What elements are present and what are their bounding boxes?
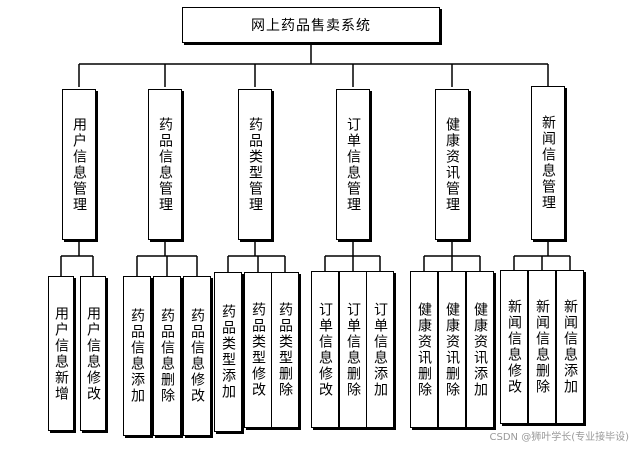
module-label: 健康资讯管理: [444, 116, 460, 213]
module-box: 药品信息管理: [148, 89, 182, 240]
module-label: 药品信息管理: [157, 116, 173, 213]
leaf-label: 健康资讯添加: [472, 301, 488, 398]
leaf-label: 健康资讯删除: [416, 301, 432, 398]
leaf-box: 新闻信息修改: [500, 270, 528, 424]
leaf-box: 订单信息修改: [311, 271, 339, 428]
module-box: 药品类型管理: [238, 89, 272, 240]
leaf-label: 订单信息删除: [345, 301, 361, 398]
leaf-box: 药品信息删除: [153, 276, 181, 436]
leaf-label: 药品信息删除: [159, 308, 175, 404]
leaf-label: 新闻信息修改: [506, 299, 522, 395]
leaf-label: 新闻信息添加: [562, 299, 578, 395]
leaf-label: 药品信息添加: [129, 308, 145, 404]
leaf-box: 订单信息删除: [339, 271, 367, 428]
root-label: 网上药品售卖系统: [251, 18, 371, 34]
leaf-box: 药品信息修改: [183, 276, 211, 436]
leaf-box: 健康资讯删除: [438, 271, 466, 428]
leaf-label: 订单信息修改: [317, 301, 333, 398]
module-box: 新闻信息管理: [531, 86, 565, 240]
module-box: 健康资讯管理: [435, 89, 469, 240]
module-box: 订单信息管理: [336, 89, 370, 240]
watermark: CSDN @狮叶学长(专业接毕设): [489, 432, 630, 443]
leaf-label: 药品类型删除: [277, 302, 293, 398]
leaf-label: 订单信息添加: [372, 301, 388, 398]
module-label: 药品类型管理: [247, 116, 263, 213]
leaf-label: 新闻信息删除: [534, 299, 550, 395]
leaf-box: 订单信息添加: [366, 271, 394, 428]
leaf-box: 用户信息新增: [48, 276, 74, 431]
module-label: 订单信息管理: [345, 116, 361, 213]
module-label: 新闻信息管理: [540, 115, 556, 211]
leaf-box: 新闻信息添加: [556, 270, 584, 424]
leaf-label: 药品类型添加: [220, 304, 236, 400]
leaf-box: 用户信息修改: [80, 276, 106, 431]
root-box: 网上药品售卖系统: [182, 7, 440, 43]
leaf-label: 健康资讯删除: [444, 301, 460, 398]
leaf-label: 用户信息新增: [53, 305, 69, 402]
module-box: 用户信息管理: [62, 89, 96, 240]
leaf-box: 药品类型添加: [214, 272, 242, 432]
leaf-box: 药品信息添加: [123, 276, 151, 436]
module-label: 用户信息管理: [71, 116, 87, 213]
leaf-box: 健康资讯删除: [410, 271, 438, 428]
leaf-label: 用户信息修改: [85, 305, 101, 402]
leaf-box: 健康资讯添加: [466, 271, 494, 428]
leaf-box: 药品类型修改: [244, 272, 272, 428]
leaf-label: 药品信息修改: [189, 308, 205, 404]
leaf-box: 新闻信息删除: [528, 270, 556, 424]
leaf-label: 药品类型修改: [250, 302, 266, 398]
leaf-box: 药品类型删除: [271, 272, 299, 428]
